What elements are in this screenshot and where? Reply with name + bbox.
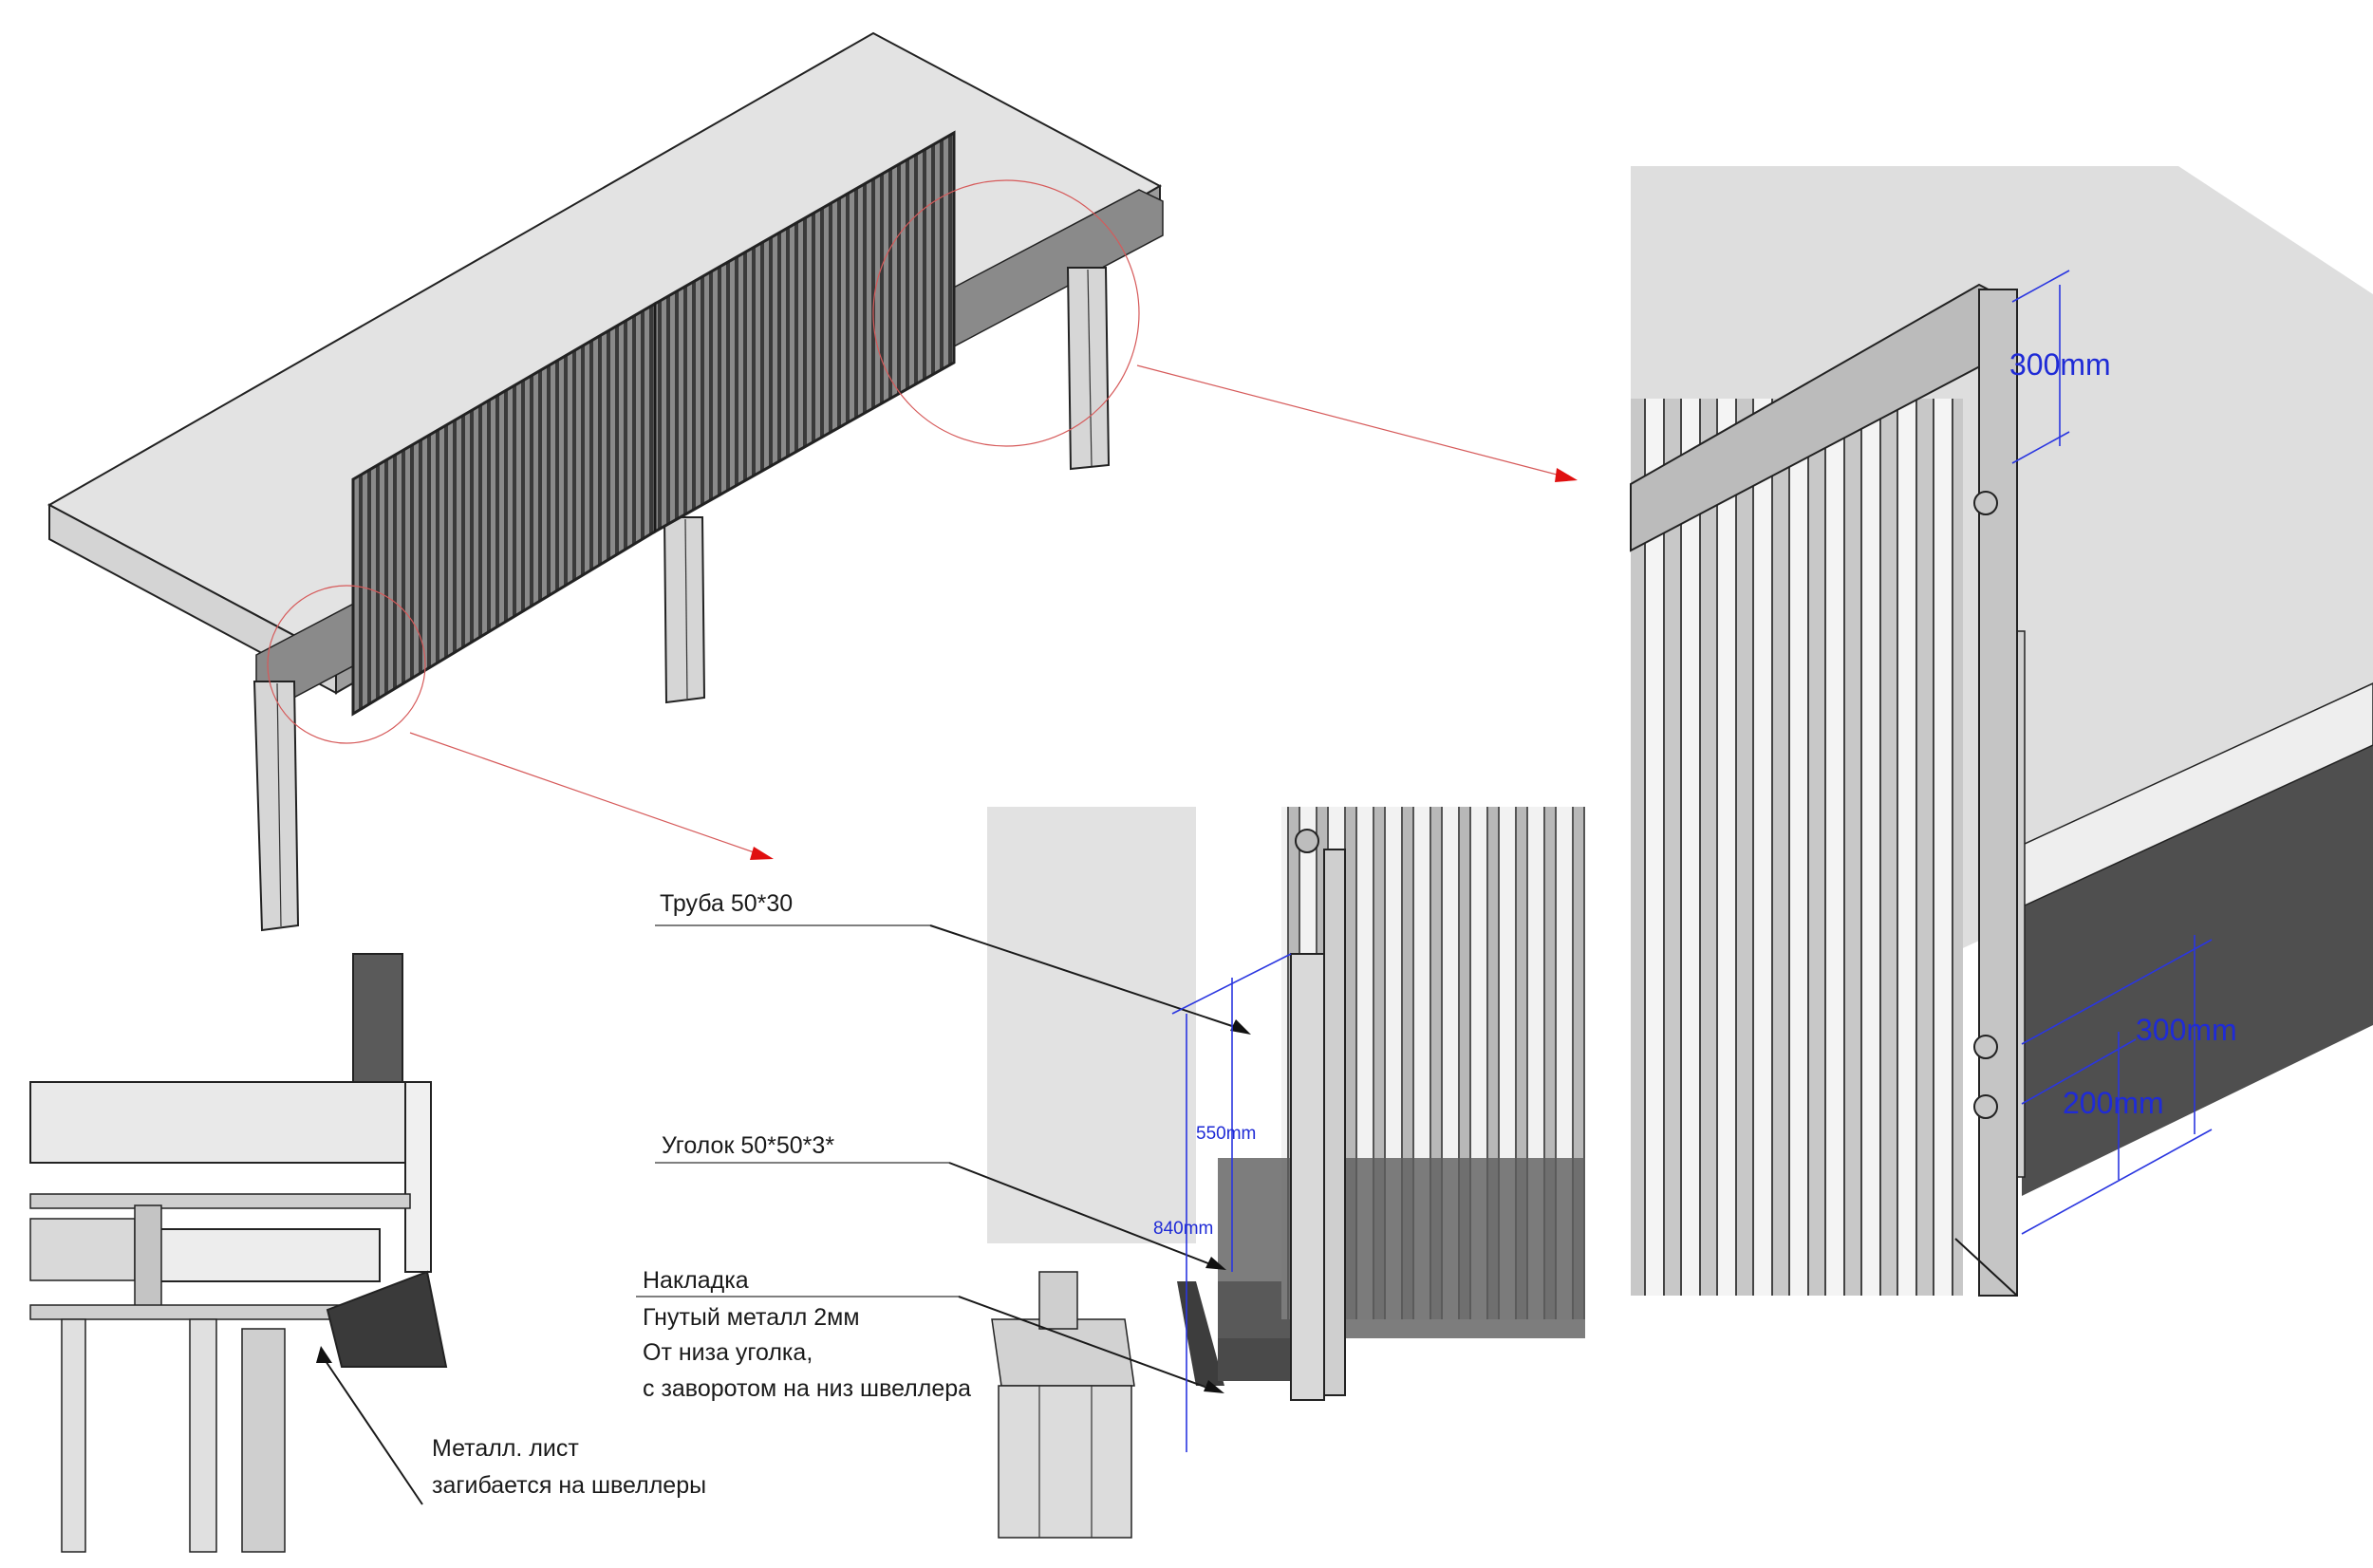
fence-panels xyxy=(351,130,956,717)
label-angle: Уголок 50*50*3* xyxy=(662,1132,834,1159)
dim-top-spacing: 300mm xyxy=(2009,347,2111,382)
posts xyxy=(252,267,1111,932)
label-overlay-1: Накладка xyxy=(643,1267,749,1294)
label-pipe: Труба 50*30 xyxy=(660,890,793,917)
label-overlay-4: с заворотом на низ швеллера xyxy=(643,1375,971,1402)
dim-lower-offset: 200mm xyxy=(2063,1086,2164,1120)
detail-circle-bottom xyxy=(267,585,426,744)
right-detail xyxy=(1630,166,2373,1297)
label-sheet-1: Металл. лист xyxy=(432,1435,579,1462)
dim-total-height: 840mm xyxy=(1153,1219,1213,1239)
detail-circle-top xyxy=(872,179,1140,447)
middle-detail xyxy=(636,807,1585,1539)
label-overlay-2: Гнутый металл 2мм xyxy=(643,1304,860,1331)
dimension-labels: 300mm 300mm 200mm 550mm 840mm xyxy=(1153,347,2237,1239)
dim-overlay-height: 550mm xyxy=(1196,1124,1256,1144)
section-detail xyxy=(29,953,448,1553)
label-sheet-2: загибается на швеллеры xyxy=(432,1472,706,1499)
arrow-to-section xyxy=(750,847,774,860)
callout-labels: Труба 50*30 Уголок 50*50*3* Накладка Гну… xyxy=(432,890,971,1499)
overview-isometric xyxy=(47,31,1578,932)
dim-bottom-spacing: 300mm xyxy=(2136,1013,2237,1047)
label-overlay-3: От низа уголка, xyxy=(643,1339,813,1366)
arrow-to-detail xyxy=(1555,468,1578,482)
